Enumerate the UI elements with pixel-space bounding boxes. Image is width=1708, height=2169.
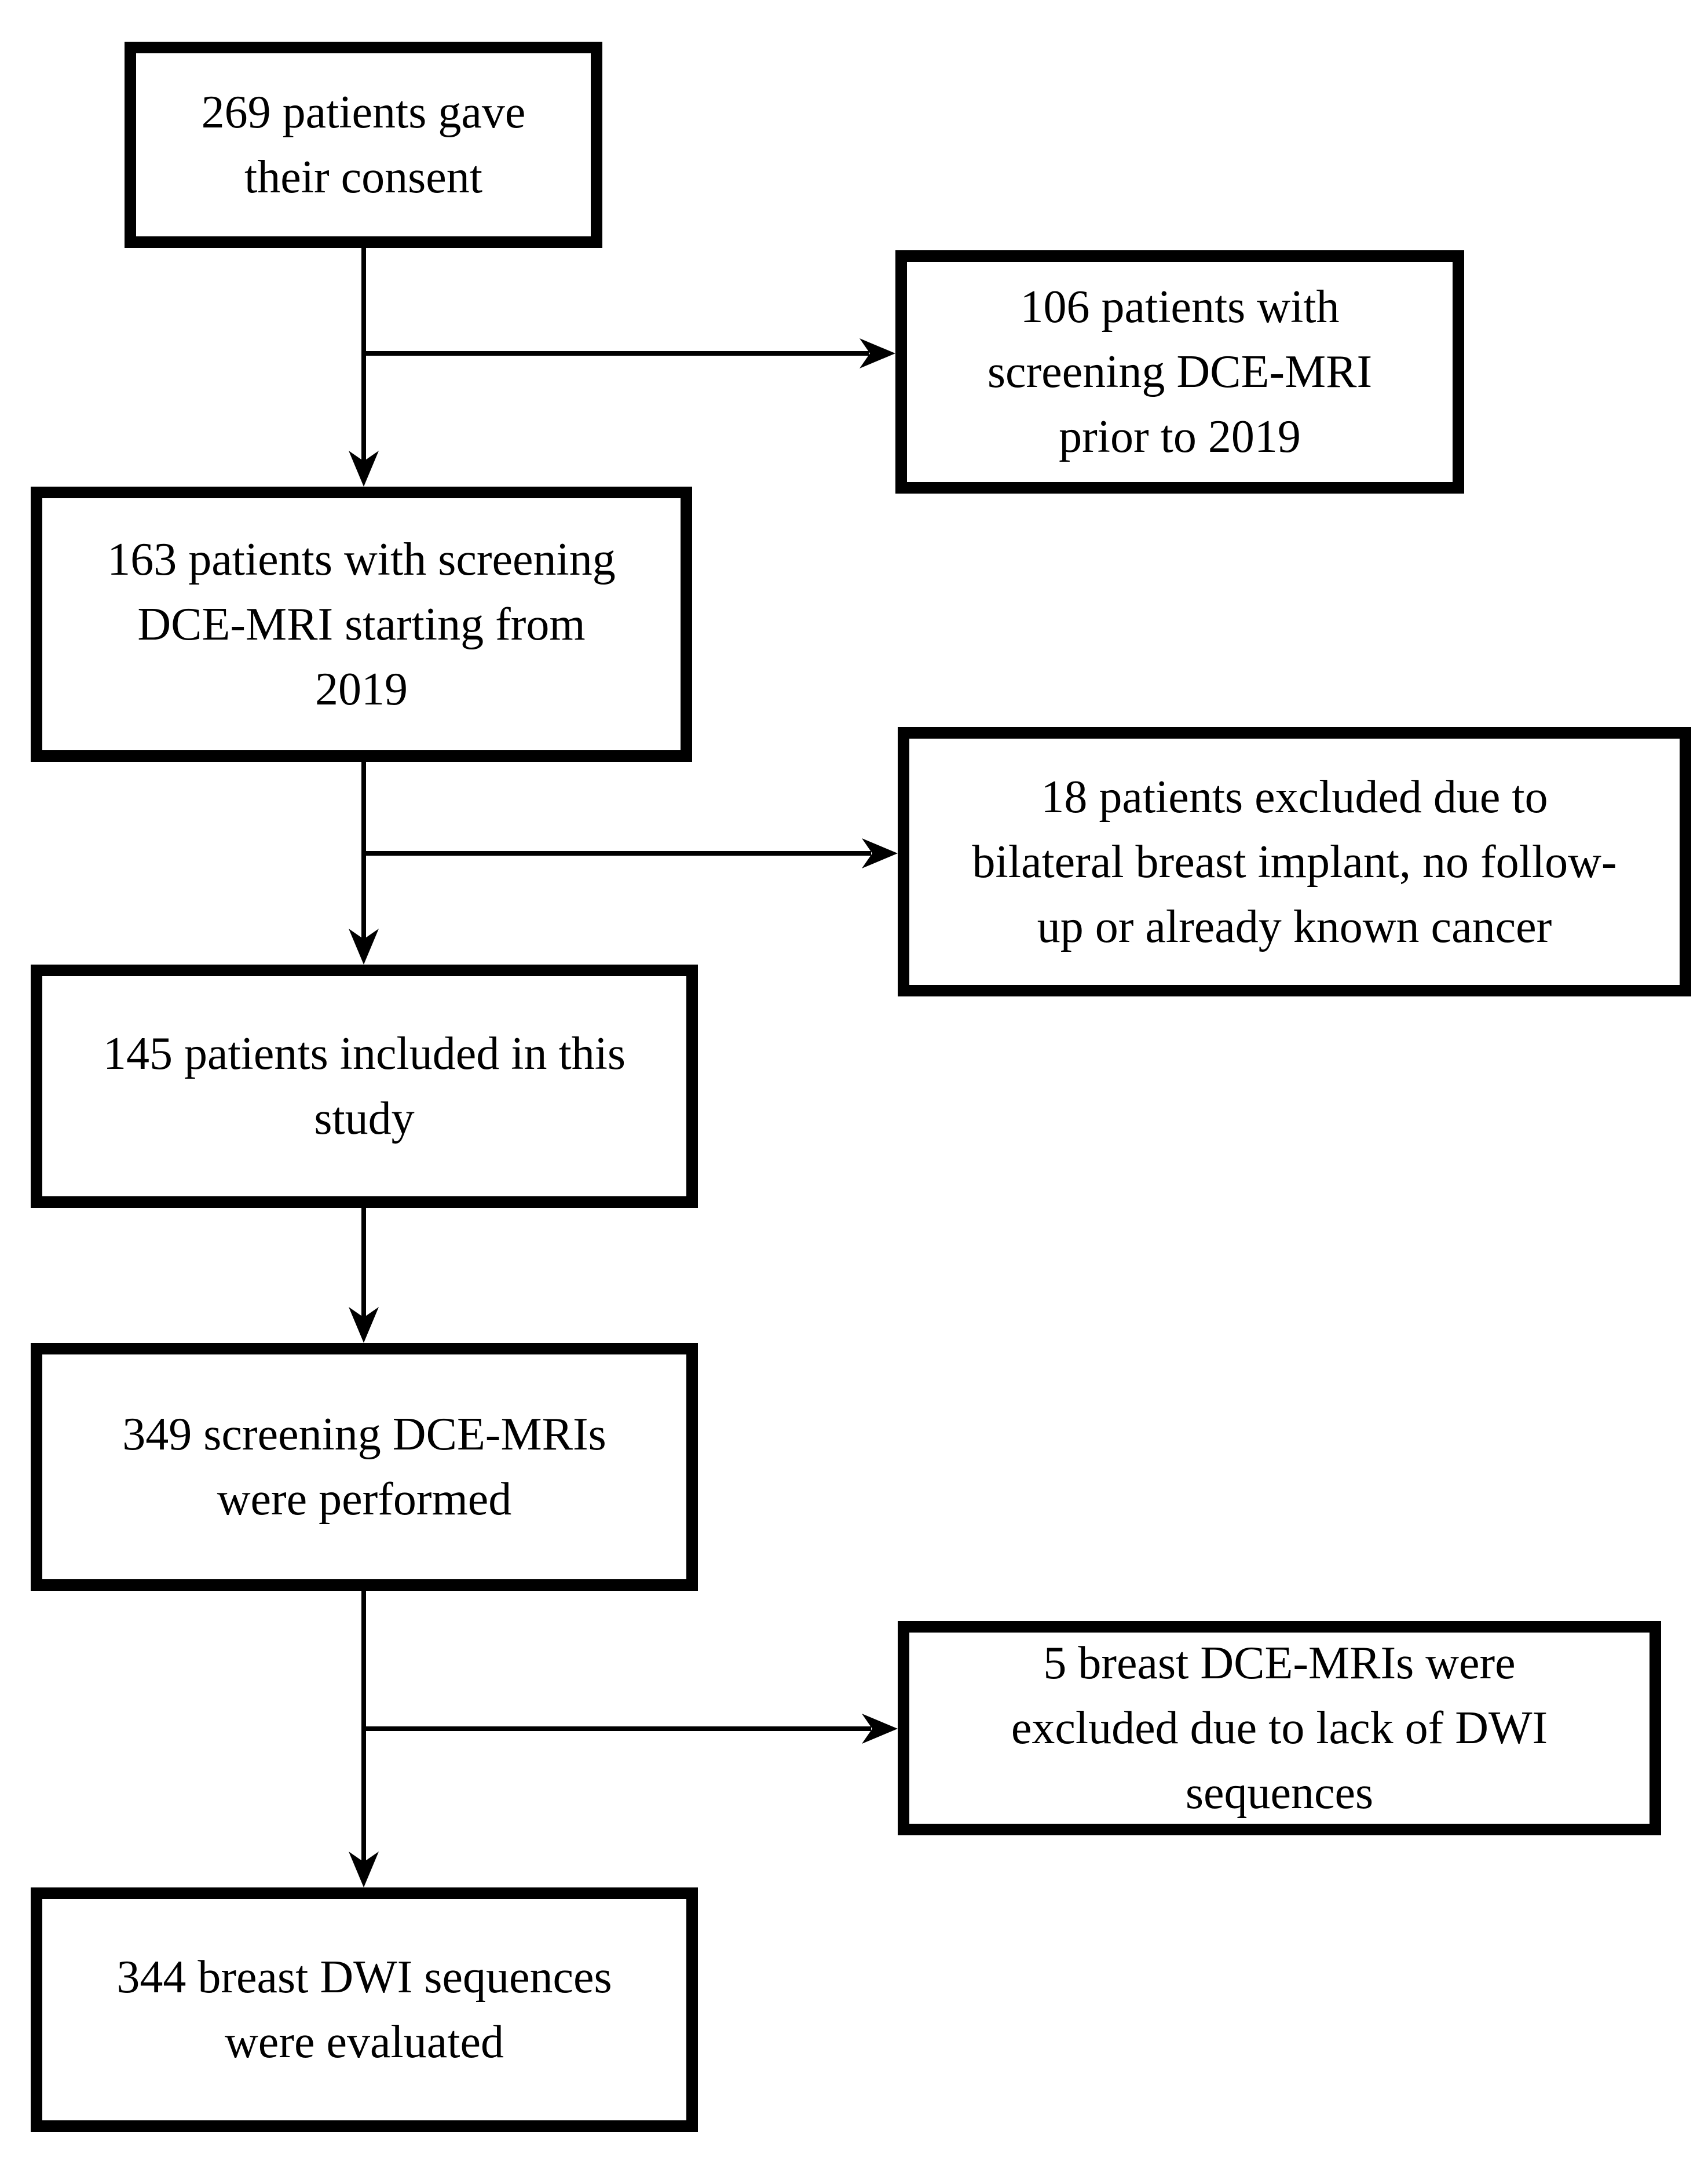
flow-box-excluded-5: 5 breast DCE-MRIs were excluded due to l… — [898, 1621, 1661, 1835]
arrowhead-branch-to-excluded18 — [862, 838, 898, 868]
flow-box-included-145-label: 145 patients included in this study — [103, 1028, 626, 1144]
flow-box-excluded-5-label: 5 breast DCE-MRIs were excluded due to l… — [1011, 1638, 1548, 1819]
flow-box-excluded-prior-2019-label: 106 patients with screening DCE-MRI prio… — [987, 282, 1373, 462]
arrowhead-branch-to-prior2019 — [860, 338, 895, 368]
flow-box-dwi-344: 344 breast DWI sequences were evaluated — [31, 1887, 698, 2132]
flow-box-dce-mri-349: 349 screening DCE-MRIs were performed — [31, 1343, 698, 1591]
flow-box-consent: 269 patients gave their consent — [125, 42, 602, 248]
flow-box-screening-from-2019-label: 163 patients with screening DCE-MRI star… — [107, 534, 616, 715]
flow-box-included-145: 145 patients included in this study — [31, 965, 698, 1208]
flow-box-dce-mri-349-label: 349 screening DCE-MRIs were performed — [122, 1409, 606, 1525]
flow-box-consent-label: 269 patients gave their consent — [201, 87, 526, 203]
flow-box-excluded-18-label: 18 patients excluded due to bilateral br… — [972, 771, 1617, 952]
arrowhead-349-to-344 — [349, 1852, 379, 1887]
arrowhead-included-to-349 — [349, 1307, 379, 1343]
arrowhead-branch-to-excluded5 — [862, 1714, 898, 1744]
arrowhead-from2019-to-included — [349, 929, 379, 965]
flow-box-dwi-344-label: 344 breast DWI sequences were evaluated — [116, 1952, 612, 2068]
flow-box-excluded-18: 18 patients excluded due to bilateral br… — [898, 727, 1691, 996]
flow-box-excluded-prior-2019: 106 patients with screening DCE-MRI prio… — [895, 250, 1464, 494]
arrowhead-consent-to-from2019 — [349, 451, 379, 487]
flow-box-screening-from-2019: 163 patients with screening DCE-MRI star… — [31, 487, 692, 762]
